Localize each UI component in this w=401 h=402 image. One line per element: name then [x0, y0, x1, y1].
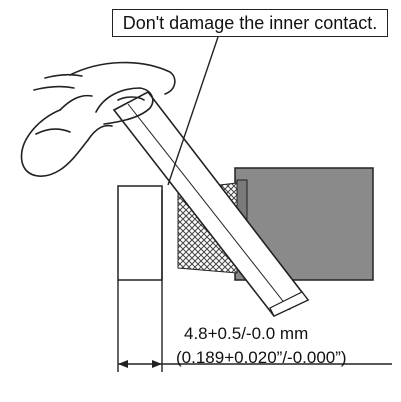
- dimension-arrows: [118, 360, 392, 368]
- warning-callout-text: Don't damage the inner contact.: [122, 12, 378, 33]
- warning-callout: Don't damage the inner contact.: [112, 9, 388, 37]
- dimension-metric-label: 4.8+0.5/-0.0 mm: [184, 324, 309, 343]
- reference-block: [117, 185, 163, 281]
- dimension-imperial-label: (0.189+0.020”/-0.000”): [176, 348, 347, 367]
- callout-leader: [167, 36, 219, 186]
- hand-holding-probe: [20, 61, 176, 177]
- test-probe: [112, 90, 310, 317]
